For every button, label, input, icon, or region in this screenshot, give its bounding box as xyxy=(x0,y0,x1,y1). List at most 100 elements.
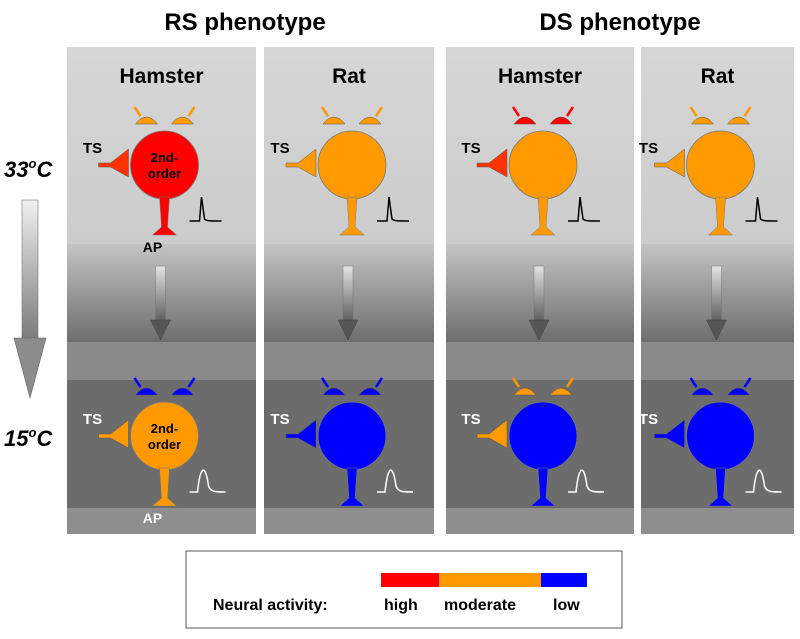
action-potential-trace xyxy=(377,469,414,493)
dendrite-terminal xyxy=(358,116,382,125)
dendrite-terminal xyxy=(322,116,346,125)
down-arrow-icon xyxy=(528,265,550,341)
ds-phenotype-title: DS phenotype xyxy=(539,9,700,36)
axon xyxy=(151,196,178,236)
cool-band xyxy=(641,342,794,380)
axon xyxy=(339,196,365,236)
dendrite-terminal xyxy=(513,387,537,396)
ts-label: TS xyxy=(639,411,658,428)
warm-neuron: TS xyxy=(639,106,778,236)
soma xyxy=(686,401,755,471)
cold-neuron: TS xyxy=(461,377,605,507)
down-arrow-icon xyxy=(337,265,359,341)
axon xyxy=(339,467,365,507)
legend-label: Neural activity: xyxy=(213,597,328,614)
down-arrow-icon xyxy=(706,265,727,341)
warm-neuron: TS xyxy=(270,106,410,236)
dendrite-terminal xyxy=(513,116,537,125)
legend-level-low: low xyxy=(553,597,580,614)
action-potential-trace xyxy=(568,469,605,493)
dendrite-terminal xyxy=(549,387,573,396)
cool-band xyxy=(67,342,256,380)
dendrite-terminal xyxy=(322,387,346,396)
soma xyxy=(317,130,387,200)
axon xyxy=(707,467,734,507)
legend-bar-moderate xyxy=(439,573,541,587)
soma xyxy=(508,401,578,471)
temperature-arrow xyxy=(13,199,47,400)
axon xyxy=(151,467,178,507)
down-arrow-icon xyxy=(150,265,171,341)
ts-label: TS xyxy=(461,140,480,157)
action-potential-trace xyxy=(377,196,410,222)
action-potential-trace xyxy=(189,196,222,222)
legend-box xyxy=(185,550,623,629)
rs-phenotype-title: RS phenotype xyxy=(164,9,325,36)
dendrite-terminal xyxy=(170,387,195,396)
dendrite-terminal xyxy=(726,116,751,125)
legend-bar-high xyxy=(381,573,439,587)
temperature-cold-label: 15oC xyxy=(4,425,53,451)
dendrite-terminal xyxy=(690,387,715,396)
ts-input-terminal xyxy=(98,148,129,178)
action-potential-trace xyxy=(745,469,782,493)
axon xyxy=(530,196,556,236)
bottom-band xyxy=(641,508,794,534)
column-title: Rat xyxy=(332,65,366,88)
cold-neuron: TS xyxy=(270,377,414,507)
dendrite-terminal xyxy=(358,387,382,396)
soma-label-order: order xyxy=(148,166,181,181)
ts-label: TS xyxy=(83,411,102,428)
column-title: Rat xyxy=(701,65,735,88)
legend-bar-low xyxy=(541,573,587,587)
column-title: Hamster xyxy=(498,65,582,88)
cool-band xyxy=(446,342,634,380)
ts-label: TS xyxy=(270,140,289,157)
axon xyxy=(530,467,556,507)
cold-neuron: TS xyxy=(639,377,782,507)
dendrite-terminal xyxy=(134,387,159,396)
bottom-band xyxy=(67,508,256,534)
ts-input-terminal xyxy=(476,148,508,178)
dendrite-terminal xyxy=(134,116,159,125)
soma xyxy=(508,130,578,200)
ts-label: TS xyxy=(83,140,102,157)
soma-label: 2nd- xyxy=(151,421,178,436)
ts-input-terminal xyxy=(285,419,317,449)
legend: Neural activity: high moderate low xyxy=(185,550,623,629)
temperature-warm-label: 33oC xyxy=(4,156,53,182)
column-title: Hamster xyxy=(119,65,203,88)
bottom-band xyxy=(264,508,434,534)
soma xyxy=(686,130,755,200)
soma xyxy=(317,401,387,471)
ap-label: AP xyxy=(143,510,162,526)
ts-input-terminal xyxy=(476,419,508,449)
ts-label: TS xyxy=(461,411,480,428)
action-potential-trace xyxy=(745,196,778,222)
ts-input-terminal xyxy=(654,148,685,178)
action-potential-trace xyxy=(568,196,601,222)
ts-input-terminal xyxy=(98,419,129,449)
legend-level-high: high xyxy=(384,597,418,614)
soma xyxy=(130,130,199,200)
axon xyxy=(707,196,734,236)
action-potential-trace xyxy=(189,469,226,493)
dendrite-terminal xyxy=(170,116,195,125)
ts-label: TS xyxy=(639,140,658,157)
legend-level-moderate: moderate xyxy=(444,597,516,614)
warm-neuron: TS xyxy=(461,106,601,236)
ts-input-terminal xyxy=(654,419,685,449)
soma xyxy=(130,401,199,471)
bottom-band xyxy=(446,508,634,534)
cool-band xyxy=(264,342,434,380)
soma-label: 2nd- xyxy=(151,150,178,165)
dendrite-terminal xyxy=(726,387,751,396)
dendrite-terminal xyxy=(690,116,715,125)
